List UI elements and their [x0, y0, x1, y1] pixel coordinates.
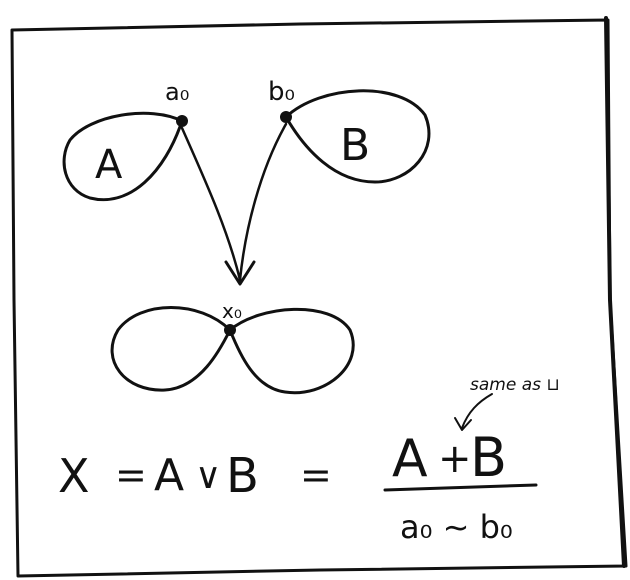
point-a0-dot [176, 115, 188, 127]
point-b0-dot [280, 111, 292, 123]
fraction-bar [383, 483, 538, 492]
loop-a-curve [62, 111, 184, 202]
point-a0-label: a₀ [165, 78, 189, 106]
frame-right-edge [604, 16, 626, 568]
wedge-left-loop [110, 306, 232, 392]
point-x0-dot [224, 324, 236, 336]
point-b0-label: b₀ [268, 77, 295, 107]
loop-b-label: B [340, 120, 370, 171]
quotient-denominator: a₀ ~ b₀ [400, 508, 513, 546]
annotation-arrow [461, 393, 493, 429]
quotient-a: A [392, 429, 428, 489]
loop-b-curve [284, 89, 431, 184]
equation-wedge: ∨ [195, 456, 221, 497]
equation-b: B [226, 448, 259, 504]
quotient-plus: + [438, 436, 472, 482]
quotient-b: B [470, 426, 507, 489]
wedge-right-loop [228, 307, 355, 395]
loop-a-label: A [95, 142, 123, 188]
annotation-arrow-head [454, 417, 472, 431]
arrow-head [224, 260, 256, 286]
arrow-from-b0 [238, 122, 288, 282]
equation-equals-1: = [115, 453, 147, 497]
equation-equals-2: = [300, 453, 332, 497]
annotation-text: same as ⊔ [470, 375, 560, 395]
point-x0-label: x₀ [222, 299, 242, 323]
arrow-from-a0 [180, 126, 242, 282]
equation-a: A [154, 450, 184, 501]
equation-x: X [58, 449, 90, 503]
